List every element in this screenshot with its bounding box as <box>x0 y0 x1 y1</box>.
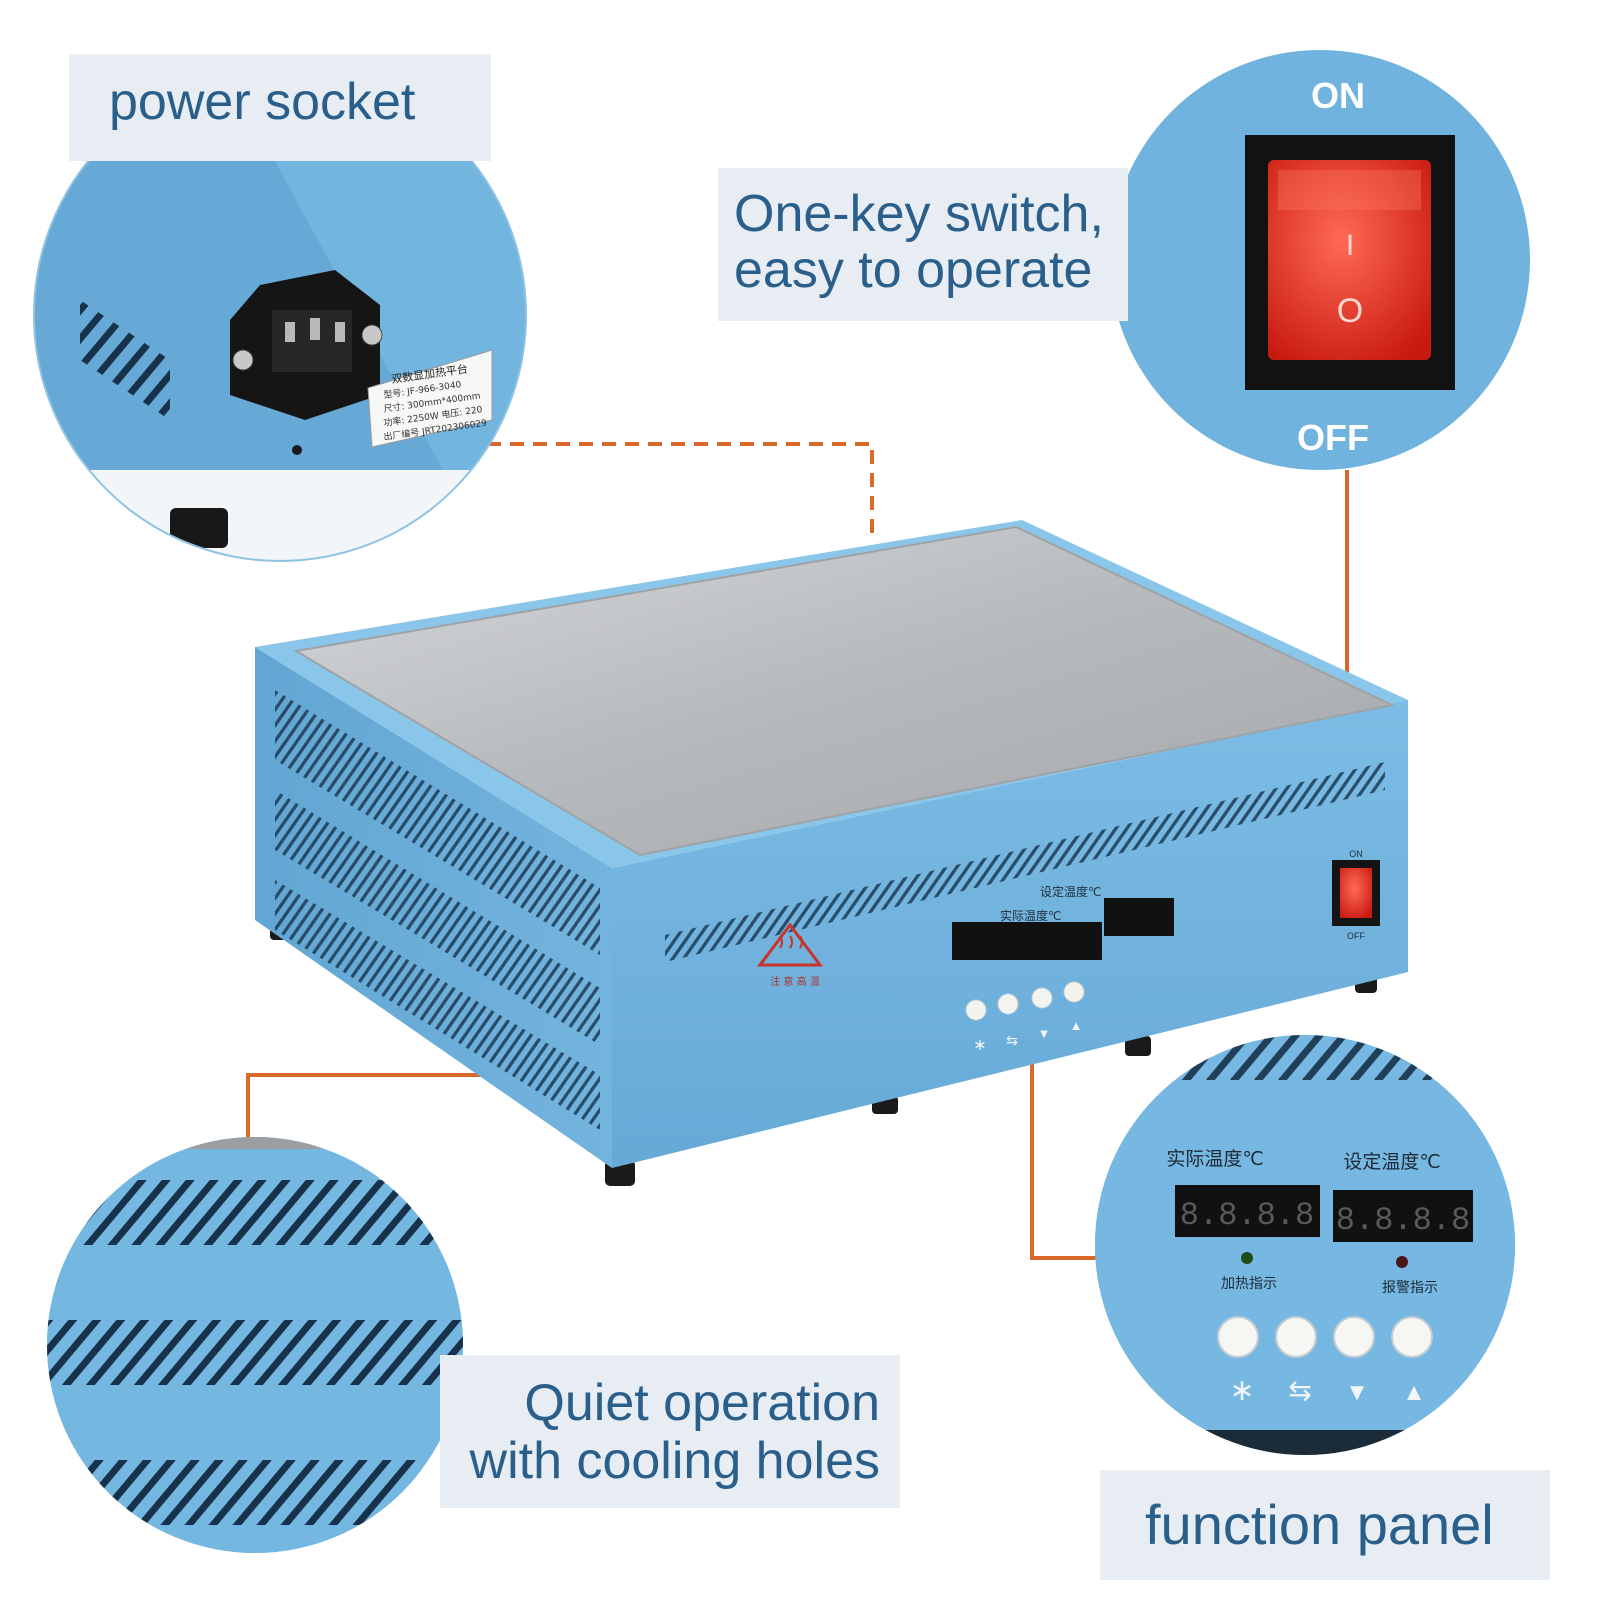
panel-button-down[interactable] <box>1333 1316 1375 1358</box>
svg-text:设定温度℃: 设定温度℃ <box>1040 884 1101 899</box>
set-temp-display: 8.8.8.8 <box>1336 1202 1470 1239</box>
device-swap-icon: ⇆ <box>1006 1032 1018 1048</box>
set-temp-label: 设定温度℃ <box>1343 1151 1440 1173</box>
cooling-vents-zoom <box>47 1137 463 1553</box>
warning-text: 注 意 高 温 <box>770 975 820 988</box>
down-triangle-icon: ▼ <box>1345 1379 1369 1406</box>
actual-temp-label: 实际温度℃ <box>1166 1148 1263 1170</box>
switch-off-label: OFF <box>1297 417 1369 458</box>
callout-power-socket: power socket <box>69 54 491 161</box>
heating-platform: 实际温度℃ 设定温度℃ <box>255 520 1408 1186</box>
heat-indicator-led <box>1241 1252 1253 1264</box>
panel-button-set[interactable] <box>1217 1316 1259 1358</box>
swap-arrows-icon: ⇆ <box>1288 1375 1311 1406</box>
panel-buttons <box>1217 1316 1433 1358</box>
callout-function-panel-text: function panel <box>1145 1493 1494 1556</box>
alarm-indicator-led <box>1396 1256 1408 1268</box>
function-panel-zoom: 实际温度℃ 设定温度℃ 8.8.8.8 8.8.8.8 加热指示 报警指示 ∗ … <box>1095 1035 1515 1455</box>
switch-off-symbol: O <box>1337 292 1363 330</box>
leader-power-socket <box>487 442 874 540</box>
device-down-icon: ▼ <box>1038 1026 1051 1041</box>
actual-temp-display: 8.8.8.8 <box>1180 1197 1314 1234</box>
heating-plate <box>293 525 1396 857</box>
device-switch-on: ON <box>1349 849 1363 859</box>
up-triangle-icon: ▲ <box>1402 1379 1426 1406</box>
asterisk-icon: ∗ <box>1229 1374 1254 1407</box>
callout-quiet-line1: Quiet operation <box>524 1374 880 1432</box>
panel-button-up[interactable] <box>1391 1316 1433 1358</box>
callout-switch-line2: easy to operate <box>734 241 1093 299</box>
switch-on-symbol: I <box>1346 229 1354 262</box>
switch-zoom: I O ON OFF <box>1110 50 1530 470</box>
callout-switch-line1: One-key switch, <box>734 185 1104 243</box>
callout-quiet-line2: with cooling holes <box>469 1432 880 1490</box>
svg-text:实际温度℃: 实际温度℃ <box>1000 908 1061 923</box>
callout-switch: One-key switch, easy to operate <box>718 168 1128 321</box>
switch-on-label: ON <box>1311 75 1365 116</box>
warning-hot-surface-icon <box>757 922 823 967</box>
device-switch-off: OFF <box>1347 931 1365 941</box>
heat-indicator-label: 加热指示 <box>1221 1276 1277 1292</box>
alarm-indicator-label: 报警指示 <box>1382 1280 1438 1296</box>
device-asterisk-icon: ∗ <box>973 1037 986 1054</box>
panel-button-switch[interactable] <box>1275 1316 1317 1358</box>
callout-quiet-operation: Quiet operation with cooling holes <box>440 1355 900 1508</box>
callout-power-socket-text: power socket <box>109 73 416 131</box>
callout-function-panel: function panel <box>1100 1470 1550 1580</box>
leader-panel <box>1030 1035 1115 1260</box>
power-socket-zoom: 双数显加热平台 型号: JF-966-3040 尺寸: 300mm*400mm … <box>33 68 527 562</box>
device-up-icon: ▲ <box>1070 1018 1083 1033</box>
